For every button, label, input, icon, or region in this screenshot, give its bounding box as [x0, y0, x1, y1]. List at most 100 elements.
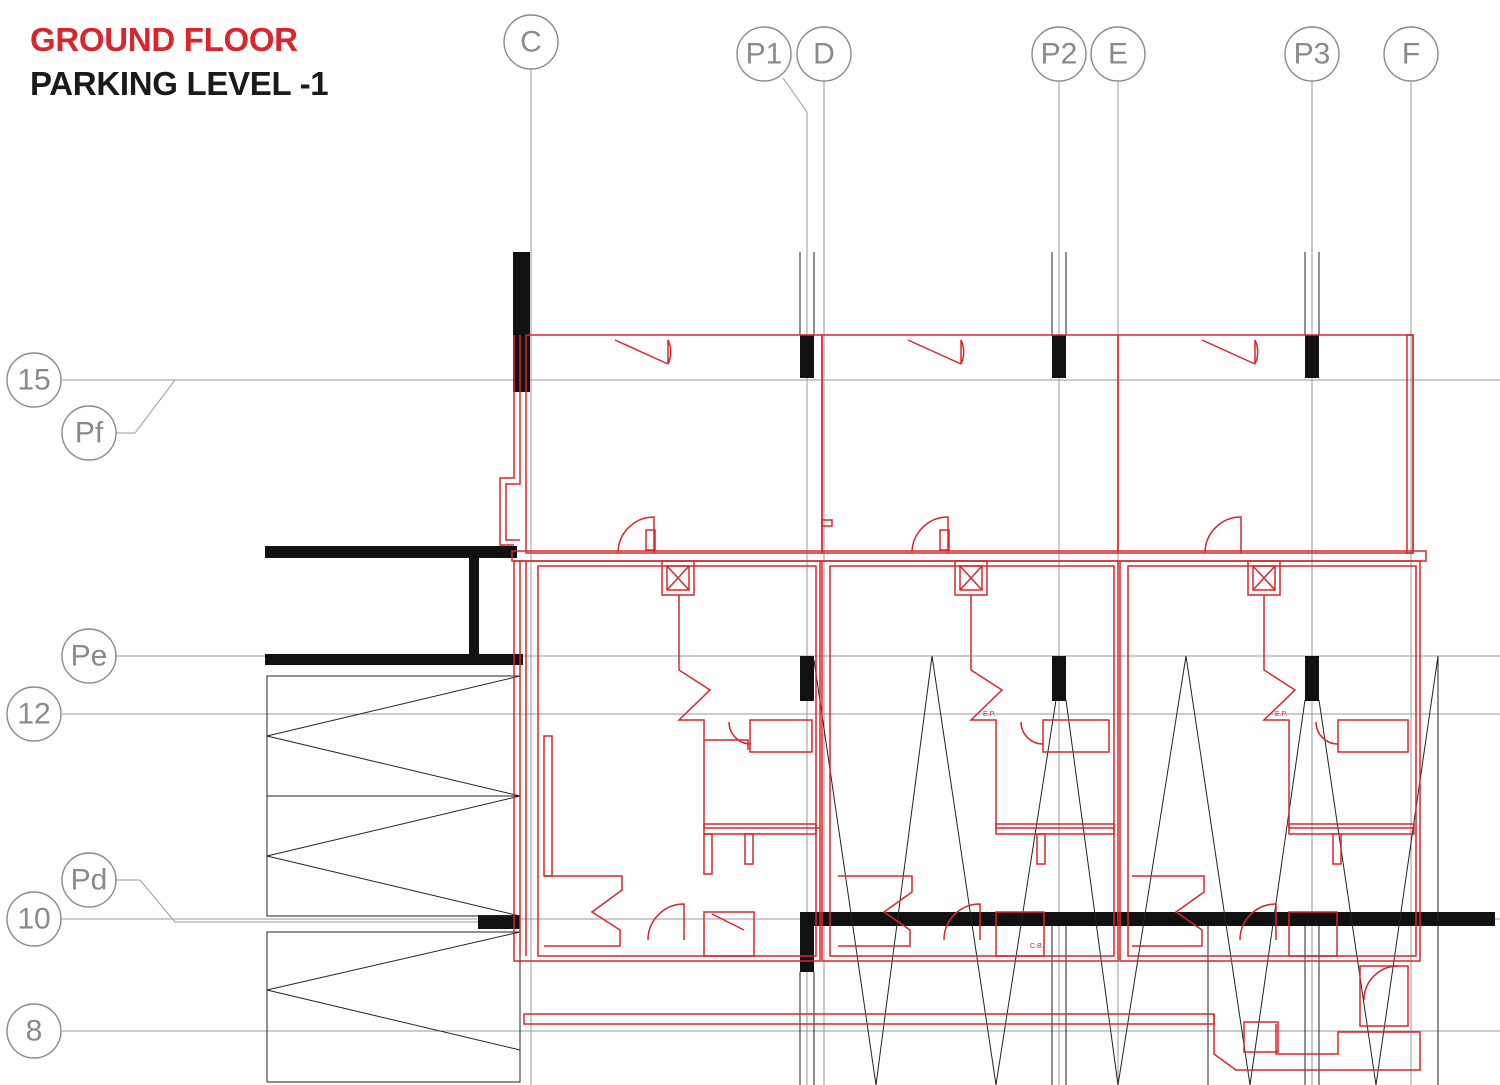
wardrobe-u1 — [703, 823, 817, 835]
entry-door-1 — [617, 516, 655, 554]
fixture-u2 — [995, 911, 1045, 957]
bath-u2 — [838, 875, 913, 947]
bubble-pd-label: Pd — [71, 864, 108, 897]
unit-3-inner — [1127, 565, 1417, 957]
bubble-10-label: 10 — [17, 903, 50, 936]
wall-left-mid — [265, 654, 523, 665]
ground-floor-layout — [499, 334, 1427, 1071]
fixture-u1 — [703, 911, 755, 957]
terrace-wall — [1406, 334, 1414, 554]
bubble-e: E — [1090, 26, 1146, 82]
door-swing-bath-u3 — [1239, 903, 1277, 941]
column-p2-15 — [1052, 335, 1066, 378]
column-p1-15 — [800, 335, 814, 378]
column-p3-12 — [1305, 656, 1319, 701]
ramp-lower — [266, 931, 521, 1083]
bubble-f: F — [1383, 26, 1439, 82]
bubble-15: 15 — [6, 352, 62, 408]
facade-step — [499, 335, 515, 546]
unit-2-inner — [829, 565, 1115, 957]
terrace-2 — [821, 334, 1119, 554]
bubble-12-label: 12 — [17, 698, 50, 731]
bubble-pe: Pe — [61, 628, 117, 684]
bath-u1 — [544, 875, 623, 947]
bubble-p2-label: P2 — [1041, 38, 1078, 71]
stair-outline — [1213, 1014, 1421, 1071]
stub-u2 — [1036, 833, 1046, 865]
wall-left-vertical — [469, 558, 479, 656]
door-swing — [907, 339, 965, 365]
tag-ep-2: E.P. — [1275, 711, 1287, 718]
tag-ep-1: E.P. — [983, 711, 995, 718]
bubble-c-label: C — [520, 26, 542, 59]
bubble-p3: P3 — [1284, 26, 1340, 82]
entry-door-3 — [1204, 516, 1242, 554]
shaft-2 — [954, 560, 988, 596]
bubble-c: C — [503, 14, 559, 70]
parking-level-structure — [265, 252, 1495, 1085]
door-swing-bath-u2 — [943, 903, 981, 941]
wall-left-upper — [265, 546, 517, 558]
unit-2 — [821, 560, 1119, 962]
facade-step-inner — [505, 335, 521, 541]
column-p2-12 — [1052, 656, 1066, 701]
bubble-pf-label: Pf — [75, 417, 104, 450]
bubble-12: 12 — [6, 686, 62, 742]
column-p1-10 — [800, 925, 814, 972]
partition-u1 — [677, 595, 820, 829]
stub-u3 — [1332, 833, 1342, 865]
door-swing-u2 — [1020, 721, 1044, 745]
shaft-1 — [661, 560, 695, 596]
bubble-15-label: 15 — [17, 364, 50, 397]
divider-marker — [821, 519, 833, 527]
bubble-p1: P1 — [736, 26, 792, 82]
bubble-p3-label: P3 — [1294, 38, 1331, 71]
ramp-lower-zigzag — [266, 931, 521, 1051]
bubble-pf: Pf — [61, 405, 117, 461]
unit-1 — [513, 560, 821, 962]
bubble-pe-label: Pe — [71, 640, 108, 673]
lift-door — [1363, 965, 1399, 1001]
column-p1-12 — [800, 656, 814, 701]
wardrobe-u2 — [995, 823, 1115, 835]
bubble-pd: Pd — [61, 852, 117, 908]
door-swing — [1201, 339, 1259, 365]
unit-3 — [1119, 560, 1421, 962]
bubble-d-label: D — [813, 38, 835, 71]
terrace-1 — [525, 334, 823, 554]
bubble-p1-label: P1 — [746, 38, 783, 71]
door-swing-u1 — [728, 721, 752, 745]
bath-u3 — [1132, 875, 1205, 947]
fixture-u1-door — [711, 913, 745, 931]
door-swing — [614, 339, 672, 365]
tag-cb: C.B. — [1030, 943, 1044, 950]
column-c-top — [513, 252, 530, 392]
stair-box — [1243, 1021, 1279, 1053]
closet-u1 — [543, 735, 553, 877]
entry-door-2 — [911, 516, 949, 554]
legend-parking-level: PARKING LEVEL -1 — [30, 65, 329, 102]
bubble-d: D — [796, 26, 852, 82]
bubble-8: 8 — [6, 1003, 62, 1059]
leader-pd — [116, 879, 480, 923]
partition-u1b — [704, 739, 749, 750]
bubble-f-label: F — [1402, 38, 1420, 71]
stub-u1 — [744, 833, 754, 865]
bubble-p2: P2 — [1031, 26, 1087, 82]
leader-pf — [116, 379, 176, 434]
counter-u2 — [1042, 719, 1110, 753]
bubble-8-label: 8 — [26, 1015, 43, 1048]
beam-line-10 — [800, 912, 1495, 926]
wall-line-8 — [523, 1013, 1215, 1025]
shaft-3 — [1247, 560, 1281, 596]
door-swing-bath-u1 — [647, 903, 685, 941]
wall-left-low — [478, 915, 520, 929]
counter-u3 — [1337, 719, 1409, 753]
bubble-10: 10 — [6, 891, 62, 947]
fixture-u3 — [1288, 911, 1338, 957]
column-p3-15 — [1305, 335, 1319, 378]
wardrobe-u3 — [1288, 823, 1415, 835]
stub-u1 — [703, 833, 713, 875]
grid-lines — [62, 70, 1500, 1085]
